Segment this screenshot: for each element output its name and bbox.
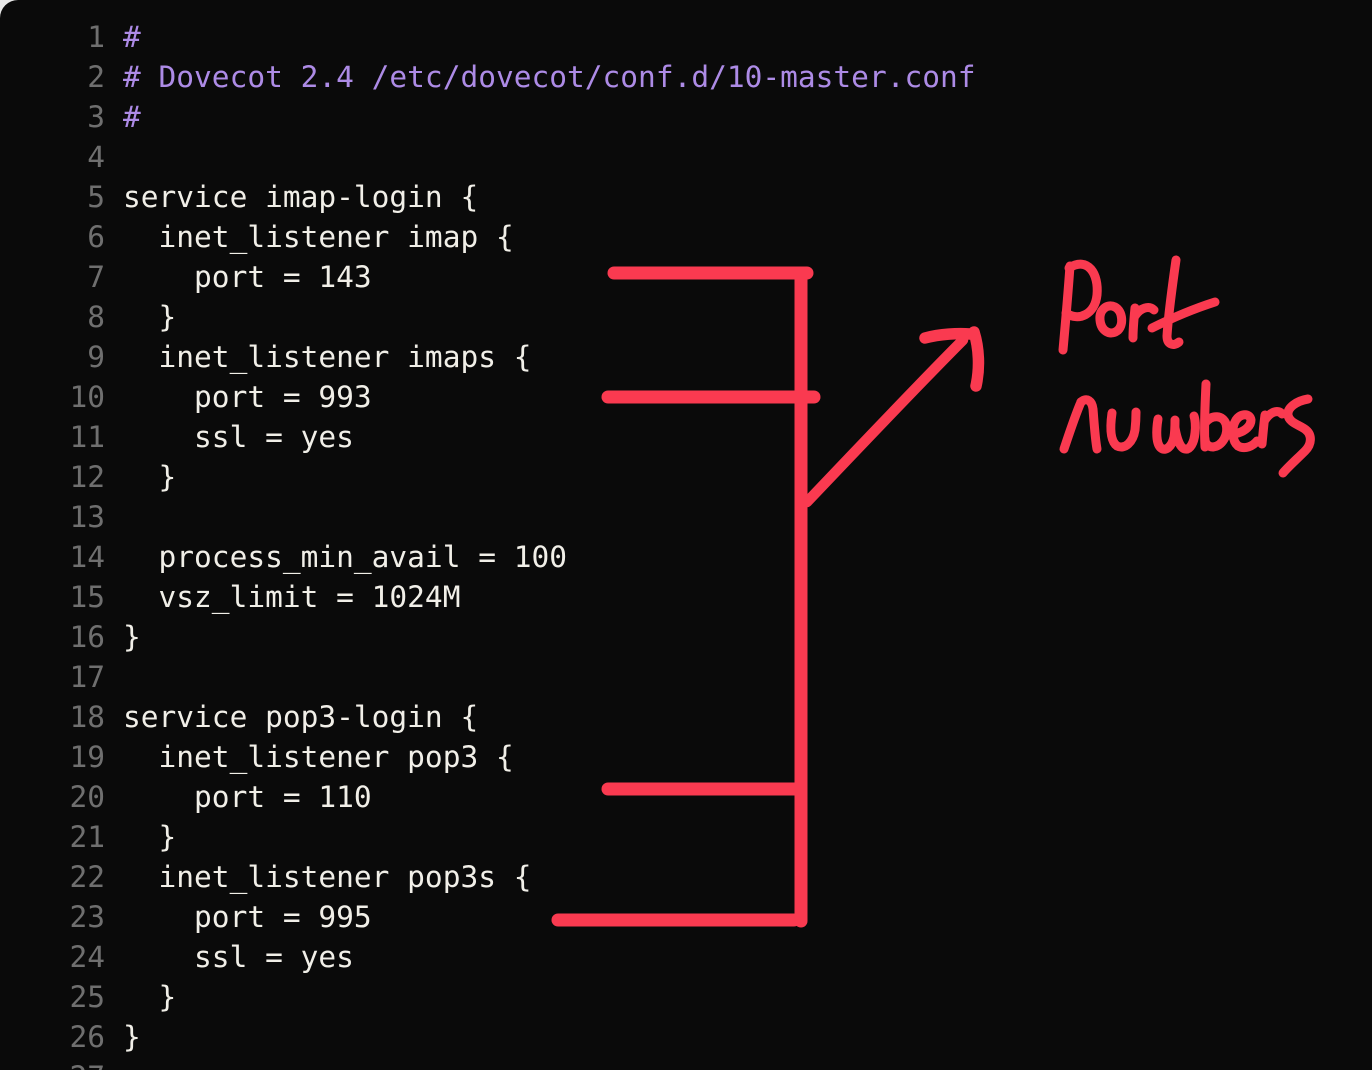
code-text: inet_listener imaps { [123, 340, 532, 374]
code-text: vsz_limit = 1024M [123, 580, 461, 614]
code-text: } [123, 460, 177, 494]
code-text: } [123, 620, 141, 654]
line-number: 3 [87, 100, 105, 134]
line-number: 16 [69, 620, 105, 654]
code-line[interactable]: 8 } [0, 297, 1372, 337]
line-number: 2 [87, 60, 105, 94]
code-line[interactable]: 24 ssl = yes [0, 937, 1372, 977]
code-text: ssl = yes [123, 420, 354, 454]
line-number: 6 [87, 220, 105, 254]
line-number: 25 [69, 980, 105, 1014]
line-number: 9 [87, 340, 105, 374]
code-line[interactable]: 16} [0, 617, 1372, 657]
code-line[interactable]: 26} [0, 1017, 1372, 1057]
code-text: # [123, 20, 141, 54]
code-line[interactable]: 1# [0, 17, 1372, 57]
code-text: } [123, 980, 177, 1014]
code-line[interactable]: 19 inet_listener pop3 { [0, 737, 1372, 777]
line-number: 11 [69, 420, 105, 454]
code-text: # [123, 100, 141, 134]
code-text: } [123, 1020, 141, 1054]
code-line[interactable]: 10 port = 993 [0, 377, 1372, 417]
line-number: 24 [69, 940, 105, 974]
code-line[interactable]: 13 [0, 497, 1372, 537]
code-line[interactable]: 7 port = 143 [0, 257, 1372, 297]
code-text: port = 995 [123, 900, 372, 934]
code-text: ssl = yes [123, 940, 354, 974]
code-text: process_min_avail = 100 [123, 540, 568, 574]
code-text: service pop3-login { [123, 700, 479, 734]
line-number: 13 [69, 500, 105, 534]
line-number: 7 [87, 260, 105, 294]
code-line[interactable]: 27 [0, 1057, 1372, 1070]
line-number: 10 [69, 380, 105, 414]
code-area: 1#2# Dovecot 2.4 /etc/dovecot/conf.d/10-… [0, 17, 1372, 1070]
code-line[interactable]: 3# [0, 97, 1372, 137]
code-line[interactable]: 2 # Dovecot 2.4 /etc/dovecot/conf.d/10-ma… [0, 57, 1372, 97]
line-number: 12 [69, 460, 105, 494]
line-number: 18 [69, 700, 105, 734]
code-line[interactable]: 11 ssl = yes [0, 417, 1372, 457]
code-line[interactable]: 21 } [0, 817, 1372, 857]
code-line[interactable]: 5 service imap-login { [0, 177, 1372, 217]
code-line[interactable]: 4 [0, 137, 1372, 177]
code-line[interactable]: 15 vsz_limit = 1024M [0, 577, 1372, 617]
code-text: inet_listener imap { [123, 220, 514, 254]
code-text: port = 993 [123, 380, 372, 414]
line-number: 14 [69, 540, 105, 574]
line-number: 26 [69, 1020, 105, 1054]
code-line[interactable]: 14 process_min_avail = 100 [0, 537, 1372, 577]
line-number: 8 [87, 300, 105, 334]
code-text: inet_listener pop3 { [123, 740, 514, 774]
code-text: } [123, 820, 177, 854]
line-number: 22 [69, 860, 105, 894]
code-text: inet_listener pop3s { [123, 860, 532, 894]
line-number: 1 [87, 20, 105, 54]
code-text: } [123, 300, 177, 334]
line-number: 23 [69, 900, 105, 934]
code-line[interactable]: 18 service pop3-login { [0, 697, 1372, 737]
code-line[interactable]: 12 } [0, 457, 1372, 497]
line-number: 20 [69, 780, 105, 814]
line-number: 5 [87, 180, 105, 214]
code-text: service imap-login { [123, 180, 479, 214]
line-number: 21 [69, 820, 105, 854]
line-number: 27 [0, 1060, 105, 1070]
code-text: port = 110 [123, 780, 372, 814]
line-number: 17 [69, 660, 105, 694]
code-text: port = 143 [123, 260, 372, 294]
line-number: 19 [69, 740, 105, 774]
code-line[interactable]: 23 port = 995 [0, 897, 1372, 937]
code-line[interactable]: 22 inet_listener pop3s { [0, 857, 1372, 897]
code-line[interactable]: 9 inet_listener imaps { [0, 337, 1372, 377]
code-line[interactable]: 20 port = 110 [0, 777, 1372, 817]
line-number: 15 [69, 580, 105, 614]
code-text: # Dovecot 2.4 /etc/dovecot/conf.d/10-mas… [123, 60, 976, 94]
code-line[interactable]: 17 [0, 657, 1372, 697]
code-line[interactable]: 6 inet_listener imap { [0, 217, 1372, 257]
code-line[interactable]: 25 } [0, 977, 1372, 1017]
line-number: 4 [87, 140, 105, 174]
